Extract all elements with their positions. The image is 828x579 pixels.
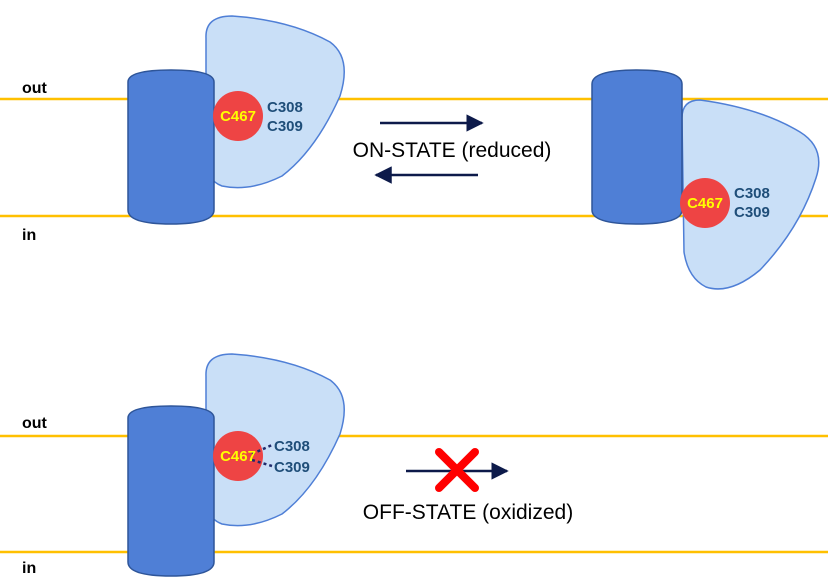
c467-site	[213, 431, 263, 481]
bottom-panel: out in C467 C308 C309 OFF-STATE (oxidize…	[0, 353, 828, 577]
c467-site	[680, 178, 730, 228]
top-panel: out in C467 C308 C309 ON-STATE (reduced)…	[0, 15, 828, 290]
channel-body	[127, 405, 215, 577]
off-state-label: OFF-STATE (oxidized)	[363, 501, 573, 524]
regulatory-domain	[681, 99, 820, 290]
c308-label: C308	[274, 438, 310, 455]
c309-label: C309	[274, 459, 310, 476]
channel-body	[127, 69, 215, 225]
on-state-label: ON-STATE (reduced)	[353, 139, 552, 162]
c467-site	[213, 91, 263, 141]
c309-label: C309	[734, 204, 770, 221]
c308-label: C308	[267, 99, 303, 116]
channel-body	[591, 69, 683, 225]
bottom-in-label: in	[22, 560, 36, 577]
regulatory-domain	[205, 353, 345, 527]
red-x-icon	[435, 448, 479, 492]
c467-label: C467	[220, 448, 256, 465]
channel-complex-oxidized: C467 C308 C309	[127, 353, 345, 577]
channel-complex-left-up: C467 C308 C309	[127, 15, 345, 225]
c308-label: C308	[734, 185, 770, 202]
top-in-label: in	[22, 227, 36, 244]
regulatory-domain	[205, 15, 345, 189]
c467-label: C467	[687, 195, 723, 212]
c309-label: C309	[267, 118, 303, 135]
disulfide-bond-c308	[251, 443, 273, 456]
top-out-label: out	[22, 80, 48, 97]
c467-label: C467	[220, 108, 256, 125]
channel-complex-right-down: C467 C308 C309	[591, 69, 820, 290]
bottom-out-label: out	[22, 415, 48, 432]
